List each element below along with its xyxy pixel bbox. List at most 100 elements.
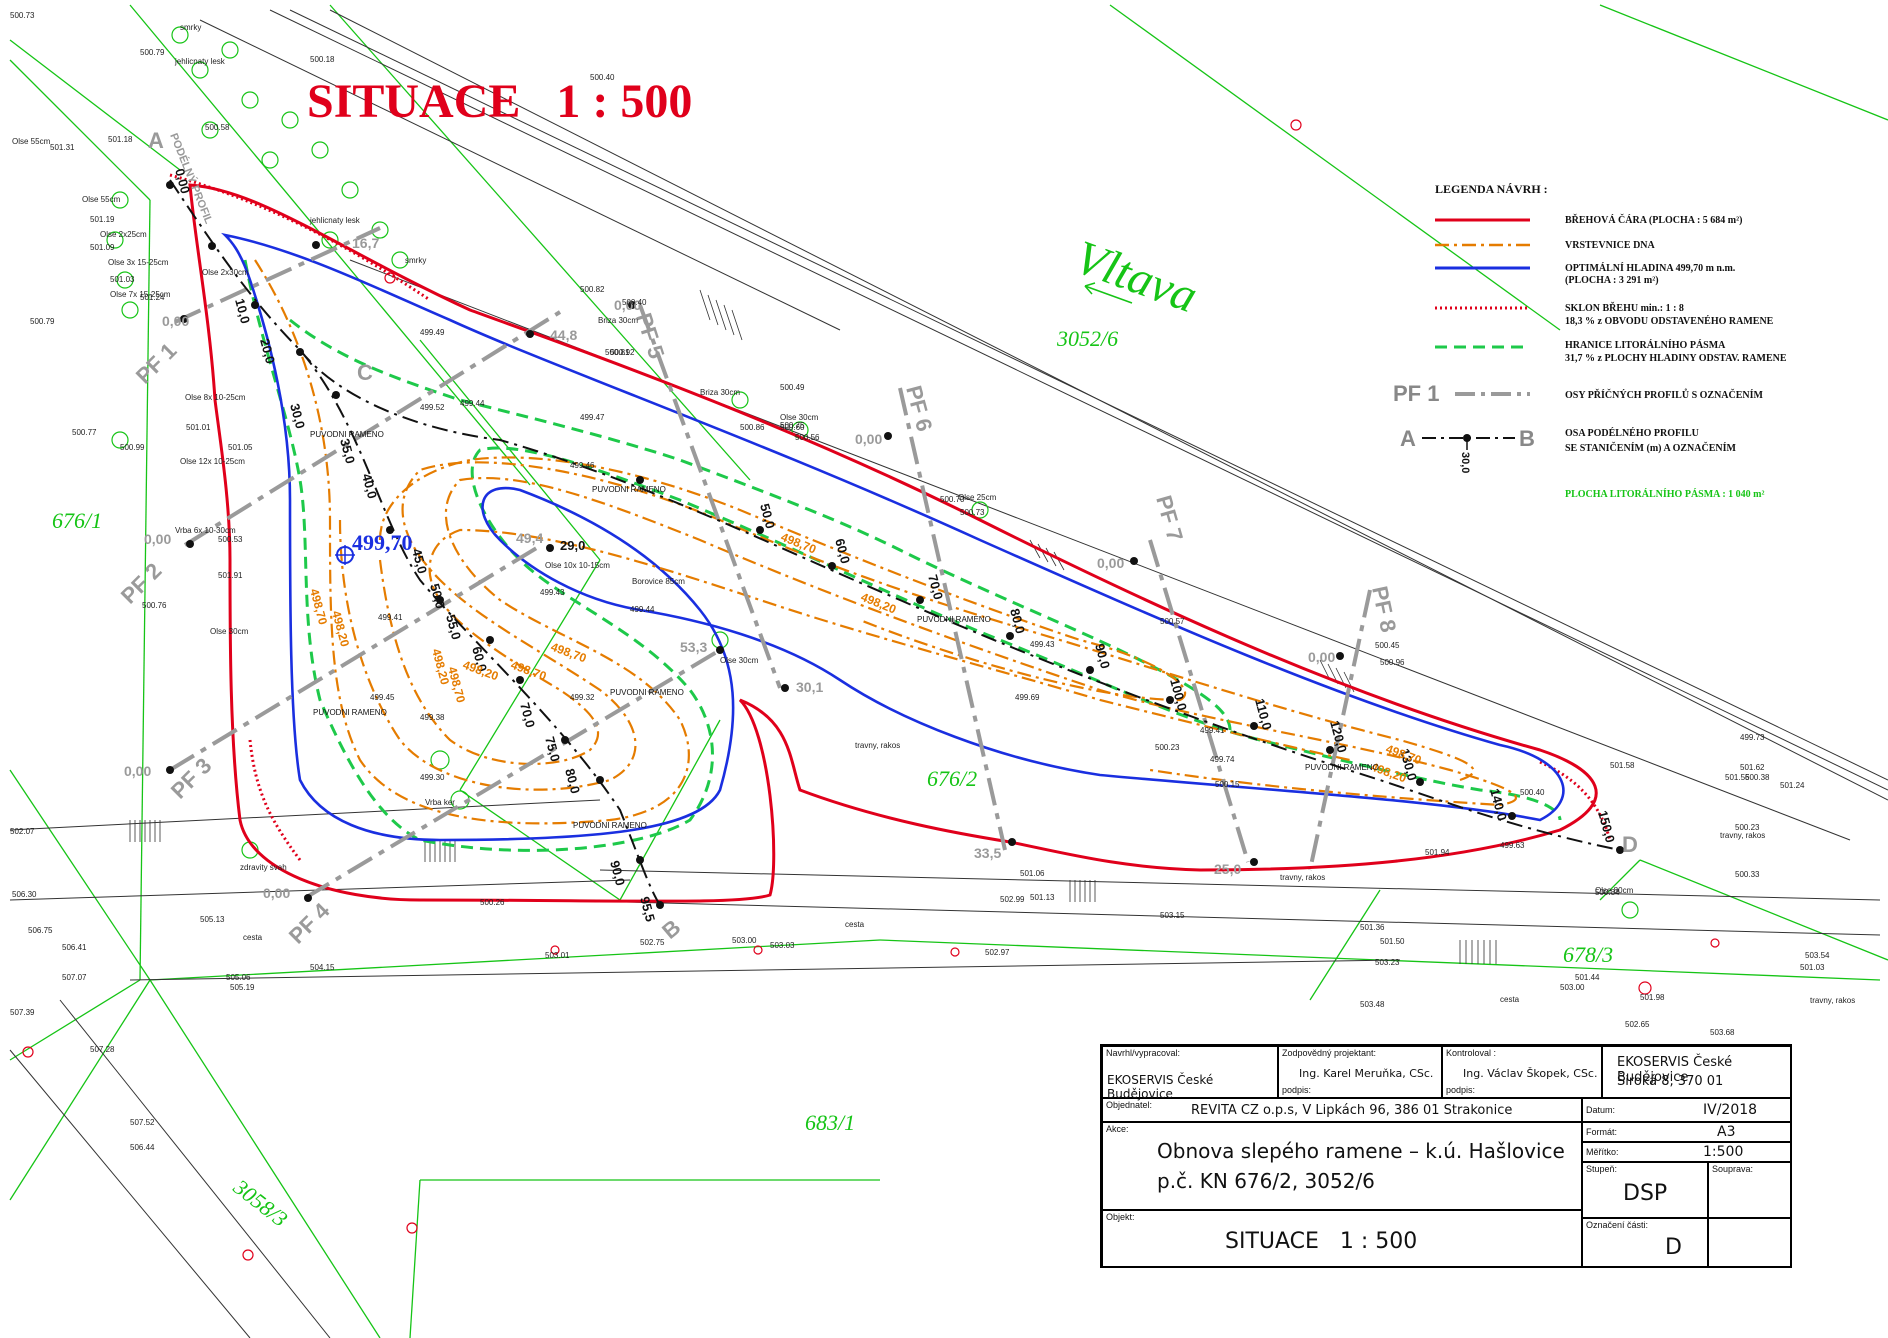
vegetation-label: Olse 80cm — [1595, 886, 1634, 895]
spot-height: 505.19 — [230, 983, 255, 992]
profile-label-pf8: PF 8 — [1367, 584, 1401, 635]
tree-symbol — [971, 501, 989, 519]
legend-symbol-num: 30,0 — [1459, 452, 1471, 473]
spot-height: 503.48 — [1360, 1000, 1385, 1009]
shoreline-line — [188, 183, 1598, 903]
client-label: Objednatel: — [1106, 1100, 1153, 1110]
parcel-label: 676/1 — [52, 508, 102, 533]
tree-symbol — [1621, 901, 1639, 919]
scale-cell: Měřítko: 1:500 — [1582, 1142, 1792, 1162]
spot-height: 500.81 — [605, 348, 630, 357]
profile-node — [386, 526, 394, 534]
station-label: 80,0 — [562, 767, 583, 795]
pf7-axis — [1148, 539, 1250, 863]
vegetation-label: Olse 12x 10-25cm — [180, 457, 245, 466]
tree-symbol — [281, 111, 299, 129]
profile-node — [166, 766, 174, 774]
set-cell: Souprava: — [1708, 1162, 1792, 1218]
profile-node — [516, 676, 524, 684]
profile-end-label: 49,4 — [516, 530, 543, 546]
action-line-2: p.č. KN 676/2, 3052/6 — [1157, 1169, 1375, 1193]
spot-height: 503.23 — [1375, 958, 1400, 967]
cadastre-line — [329, 4, 751, 481]
cadastre-line — [149, 979, 381, 1338]
profile-node — [716, 646, 724, 654]
spot-height: 499.32 — [570, 693, 595, 702]
spot-height: 500.45 — [1375, 641, 1400, 650]
action-line-1: Obnova slepého ramene – k.ú. Hašlovice — [1157, 1139, 1565, 1163]
date-value: IV/2018 — [1703, 1102, 1758, 1118]
pf5-axis — [638, 304, 782, 689]
spot-height: 506.44 — [130, 1143, 155, 1152]
profile-end-label: 53,3 — [680, 639, 707, 655]
slope-hatching — [129, 289, 1497, 964]
designer-label: Navrhl/vypracoval: — [1106, 1048, 1181, 1058]
station-label: 70,0 — [517, 701, 538, 729]
spot-height: 500.99 — [120, 443, 145, 452]
litoral-boundary — [289, 318, 1232, 731]
road-edge — [199, 19, 841, 331]
road-edge — [59, 999, 331, 1338]
spot-height: 499.41 — [1200, 726, 1225, 735]
tree-symbol — [111, 431, 129, 449]
legend-label: (PLOCHA : 3 291 m²) — [1565, 275, 1659, 286]
profile-end-label: 30,1 — [796, 679, 823, 695]
station-label: 150,0 — [1595, 809, 1618, 844]
spot-height: 500.40 — [1520, 788, 1545, 797]
spot-height: 502.07 — [10, 827, 35, 836]
spot-height: 500.73 — [960, 508, 985, 517]
spot-height: 500.26 — [480, 898, 505, 907]
legend: LEGENDA NÁVRH : BŘEHOVÁ ČÁRA (PLOCHA : 5… — [1393, 182, 1787, 500]
object-label: Objekt: — [1106, 1212, 1135, 1222]
spot-height: 499.43 — [540, 588, 565, 597]
station-label: 50,0 — [757, 502, 778, 530]
spot-height: 501.19 — [90, 215, 115, 224]
scale-label: Měřítko: — [1586, 1147, 1619, 1157]
checker-label: Kontroloval : — [1446, 1048, 1497, 1058]
original-channel-labels: PUVODNI RAMENO PUVODNI RAMENO PUVODNI RA… — [310, 430, 1379, 830]
profile-zero-label: 0,00 — [144, 531, 171, 547]
survey-point — [384, 272, 396, 284]
contour-label: 498,70 — [509, 658, 549, 684]
profile-node — [1250, 722, 1258, 730]
profile-node — [756, 526, 764, 534]
road-edge — [9, 799, 601, 831]
hatch — [1319, 659, 1355, 693]
profile-node — [436, 596, 444, 604]
cross-profile-axes — [168, 226, 1372, 900]
survey-point — [1710, 938, 1720, 948]
profile-zero-label: 0,00 — [263, 885, 290, 901]
spot-height: 500.76 — [142, 601, 167, 610]
station-label: 45,0 — [409, 547, 430, 575]
station-label: 10,0 — [232, 297, 253, 325]
river-name: Vltava — [1068, 231, 1204, 324]
flow-arrow-icon — [1084, 282, 1133, 304]
spot-height: 499.30 — [420, 773, 445, 782]
spot-height: 499.74 — [1210, 755, 1235, 764]
bank-slope-dotted — [169, 173, 431, 302]
station-label: 29,0 — [560, 538, 585, 553]
legend-label: OSA PODÉLNÉHO PROFILU — [1565, 427, 1699, 439]
road-edge — [269, 9, 1888, 791]
profile-zero-label: 0,00 — [1097, 555, 1124, 571]
stage-value: DSP — [1623, 1181, 1668, 1206]
spot-height: 499.43 — [1030, 640, 1055, 649]
pf3-axis — [168, 544, 542, 772]
spot-height: 503.54 — [1805, 951, 1830, 960]
spot-height: 500.77 — [72, 428, 97, 437]
profile-node — [1130, 557, 1138, 565]
spot-height: 499.47 — [580, 413, 605, 422]
spot-height: 501.01 — [186, 423, 211, 432]
tree-symbol — [201, 121, 219, 139]
vegetation-label: Olse 3x 15-25cm — [108, 258, 169, 267]
contour-line — [254, 259, 1517, 825]
spot-height: 500.79 — [30, 317, 55, 326]
channel-label: PUVODNI RAMENO — [610, 688, 684, 697]
vegetation-label: cesta — [1500, 995, 1520, 1004]
legend-area-note: PLOCHA LITORÁLNÍHO PÁSMA : 1 040 m² — [1565, 488, 1765, 500]
responsible-value: Ing. Karel Meruňka, CSc. — [1299, 1067, 1434, 1080]
spot-height: 500.79 — [140, 48, 165, 57]
client-value: REVITA CZ o.p.s, V Lipkách 96, 386 01 St… — [1191, 1103, 1513, 1118]
pf4-axis — [303, 648, 722, 900]
survey-point — [242, 1249, 254, 1261]
